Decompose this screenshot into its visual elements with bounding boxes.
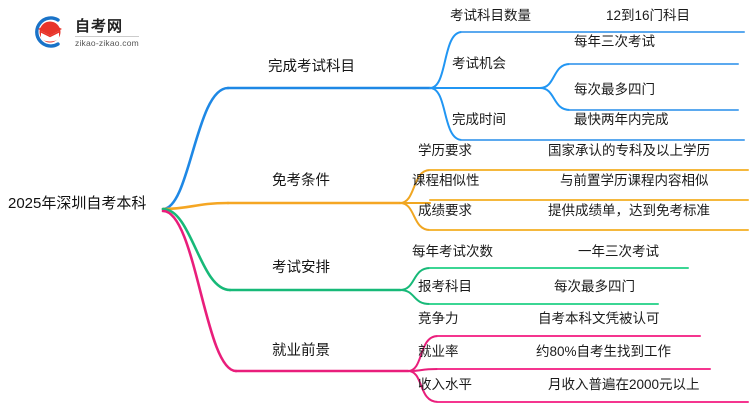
node-label-employment-rate[interactable]: 就业率	[418, 344, 459, 359]
node-label-subject-count-value[interactable]: 12到16门科目	[606, 8, 691, 23]
logo-site-name: 自考网	[75, 19, 139, 37]
branch-label-exemption[interactable]: 免考条件	[272, 173, 330, 189]
node-label-course-similarity[interactable]: 课程相似性	[412, 173, 480, 188]
branch-lines-exam-schedule	[161, 207, 689, 305]
site-logo: 自考网 zikao-zikao.com	[28, 10, 178, 54]
logo-domain: zikao-zikao.com	[75, 37, 139, 48]
branch-lines-career-prospects	[161, 209, 749, 403]
node-label-exam-chances[interactable]: 考试机会	[452, 56, 506, 71]
node-label-finish-time-value[interactable]: 最快两年内完成	[574, 112, 669, 127]
node-label-subject-count[interactable]: 考试科目数量	[450, 8, 531, 23]
branch-lines-exemption	[161, 169, 749, 231]
node-label-registered-subjects-value[interactable]: 每次最多四门	[554, 279, 635, 294]
node-label-finish-time[interactable]: 完成时间	[452, 112, 506, 127]
branch-label-exam-subjects[interactable]: 完成考试科目	[268, 59, 355, 75]
mindmap-root-topic[interactable]: 2025年深圳自考本科	[8, 195, 147, 212]
node-label-competitiveness[interactable]: 竞争力	[418, 311, 459, 326]
branch-lines-exam-subjects	[161, 31, 745, 211]
node-label-income-level-value[interactable]: 月收入普遍在2000元以上	[548, 377, 700, 392]
node-label-competitiveness-value[interactable]: 自考本科文凭被认可	[538, 311, 660, 326]
node-label-course-similarity-value[interactable]: 与前置学历课程内容相似	[560, 173, 709, 188]
node-label-yearly-exam-count-value[interactable]: 一年三次考试	[578, 244, 659, 259]
branch-label-exam-schedule[interactable]: 考试安排	[272, 260, 330, 276]
node-label-income-level[interactable]: 收入水平	[418, 377, 472, 392]
node-label-exam-chances-times[interactable]: 每年三次考试	[574, 34, 655, 49]
node-label-score-requirement[interactable]: 成绩要求	[418, 203, 472, 218]
node-label-employment-rate-value[interactable]: 约80%自考生找到工作	[536, 344, 672, 359]
node-label-degree-requirement-value[interactable]: 国家承认的专科及以上学历	[548, 143, 710, 158]
branch-label-career-prospects[interactable]: 就业前景	[272, 343, 330, 359]
node-label-yearly-exam-count[interactable]: 每年考试次数	[412, 244, 493, 259]
node-label-registered-subjects[interactable]: 报考科目	[418, 279, 472, 294]
node-label-exam-chances-max[interactable]: 每次最多四门	[574, 82, 655, 97]
graduation-cap-icon	[28, 12, 68, 52]
node-label-degree-requirement[interactable]: 学历要求	[418, 143, 472, 158]
node-label-score-requirement-value[interactable]: 提供成绩单，达到免考标准	[548, 203, 710, 218]
